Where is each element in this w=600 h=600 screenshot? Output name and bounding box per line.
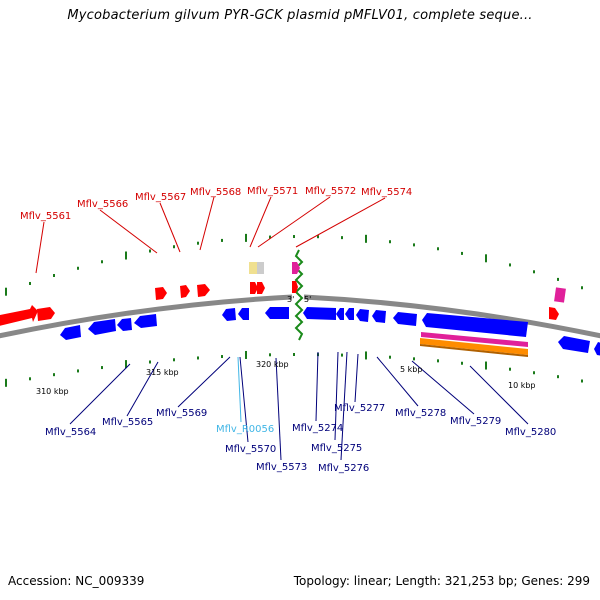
scale-label: 310 kbp — [36, 387, 69, 396]
forward-gene[interactable] — [197, 284, 210, 297]
reverse-gene[interactable] — [265, 307, 289, 319]
forward-feature-magenta[interactable] — [554, 287, 566, 303]
forward-gene[interactable] — [257, 282, 265, 294]
reverse-gene[interactable] — [356, 309, 369, 322]
leader-top — [199, 196, 215, 251]
backbone-left — [0, 294, 293, 339]
gene-label[interactable]: Mflv_5280 — [505, 427, 556, 438]
gene-label[interactable]: Mflv_5574 — [361, 187, 412, 198]
gene-label[interactable]: Mflv_5274 — [292, 423, 343, 434]
leader-bottom — [376, 356, 419, 407]
reverse-gene[interactable] — [594, 342, 600, 356]
top-gene-labels: Mflv_5561 Mflv_5566 Mflv_5567 Mflv_5568 … — [20, 186, 412, 222]
label-leaders — [35, 196, 529, 461]
gene-label[interactable]: Mflv_5572 — [305, 186, 356, 197]
leader-bottom — [411, 360, 475, 415]
gene-label[interactable]: Mflv_5565 — [102, 417, 153, 428]
reverse-feature-magenta[interactable] — [421, 332, 528, 347]
forward-gene[interactable] — [180, 285, 190, 298]
forward-feature-yellow[interactable] — [249, 262, 258, 274]
reverse-gene[interactable] — [345, 308, 354, 320]
gene-label[interactable]: Mflv_5278 — [395, 408, 446, 419]
leader-bottom — [469, 365, 529, 425]
leader-bottom — [177, 356, 231, 408]
backbone-right — [303, 294, 600, 339]
leader-bottom — [275, 357, 282, 461]
reverse-gene[interactable] — [222, 308, 236, 321]
leader-bottom — [69, 363, 131, 425]
reverse-strand-genes — [60, 307, 600, 357]
forward-gene[interactable] — [0, 305, 38, 327]
scale-ticks — [5, 233, 583, 387]
reverse-feature-orange[interactable] — [420, 338, 528, 355]
reverse-gene[interactable] — [303, 307, 336, 320]
reverse-gene[interactable] — [134, 314, 157, 328]
leader-top — [257, 196, 331, 248]
scale-label: 5 kbp — [400, 365, 422, 374]
gene-label[interactable]: Mflv_5277 — [334, 403, 385, 414]
reverse-gene[interactable] — [393, 312, 417, 326]
leader-top — [99, 209, 158, 254]
gene-label[interactable]: Mflv_5570 — [225, 444, 276, 455]
leader-top — [159, 202, 181, 253]
forward-feature-grey[interactable] — [257, 262, 264, 274]
leader-top — [295, 197, 386, 248]
reverse-gene[interactable] — [336, 308, 344, 320]
gene-label[interactable]: Mflv_5569 — [156, 408, 207, 419]
forward-gene[interactable] — [292, 281, 298, 293]
gene-label[interactable]: Mflv_5573 — [256, 462, 307, 473]
sequence-break-marker — [294, 249, 304, 341]
forward-strand-genes — [0, 262, 566, 327]
reverse-feature-orange-edge — [420, 344, 528, 357]
gene-label[interactable]: Mflv_R0056 — [216, 424, 274, 435]
scale-label: 315 kbp — [146, 368, 179, 377]
forward-feature-magenta[interactable] — [292, 262, 300, 274]
reverse-gene[interactable] — [238, 308, 249, 320]
scale-label: 320 kbp — [256, 360, 289, 369]
leader-bottom — [126, 361, 159, 417]
gene-label[interactable]: Mflv_5279 — [450, 416, 501, 427]
forward-gene[interactable] — [250, 282, 258, 294]
reverse-gene[interactable] — [60, 325, 81, 340]
scale-label: 10 kbp — [508, 381, 536, 390]
leader-bottom — [334, 351, 339, 441]
gene-label[interactable]: Mflv_5566 — [77, 199, 128, 210]
gene-label[interactable]: Mflv_5567 — [135, 192, 186, 203]
five-prime-label: 5' — [304, 295, 311, 304]
gene-label[interactable]: Mflv_5276 — [318, 463, 369, 474]
leader-top — [249, 196, 272, 248]
leader-bottom — [239, 356, 249, 443]
accession-text: Accession: NC_009339 — [8, 574, 145, 588]
bottom-gene-labels: Mflv_5564 Mflv_5565 Mflv_5569 Mflv_R0056… — [45, 403, 556, 474]
scale-labels: 310 kbp 315 kbp 320 kbp 5 kbp 10 kbp — [36, 360, 536, 396]
gene-label[interactable]: Mflv_5571 — [247, 186, 298, 197]
reverse-gene[interactable] — [422, 313, 528, 337]
gene-label[interactable]: Mflv_5564 — [45, 427, 96, 438]
leader-bottom — [340, 351, 348, 461]
leader-bottom — [315, 351, 319, 422]
gene-label[interactable]: Mflv_5561 — [20, 211, 71, 222]
gene-label[interactable]: Mflv_5275 — [311, 443, 362, 454]
gene-label[interactable]: Mflv_5568 — [190, 187, 241, 198]
forward-gene[interactable] — [155, 287, 167, 300]
leader-bottom — [354, 353, 359, 403]
three-prime-label: 3' — [287, 295, 294, 304]
leader-rna — [237, 356, 242, 423]
topology-text: Topology: linear; Length: 321,253 bp; Ge… — [293, 574, 590, 588]
forward-gene[interactable] — [37, 307, 55, 321]
reverse-gene[interactable] — [88, 319, 116, 335]
map-title: Mycobacterium gilvum PYR-GCK plasmid pMF… — [67, 8, 533, 23]
reverse-gene[interactable] — [117, 318, 132, 331]
reverse-gene[interactable] — [558, 336, 590, 353]
leader-top — [35, 221, 45, 274]
reverse-gene[interactable] — [372, 310, 386, 323]
forward-gene[interactable] — [549, 307, 559, 320]
